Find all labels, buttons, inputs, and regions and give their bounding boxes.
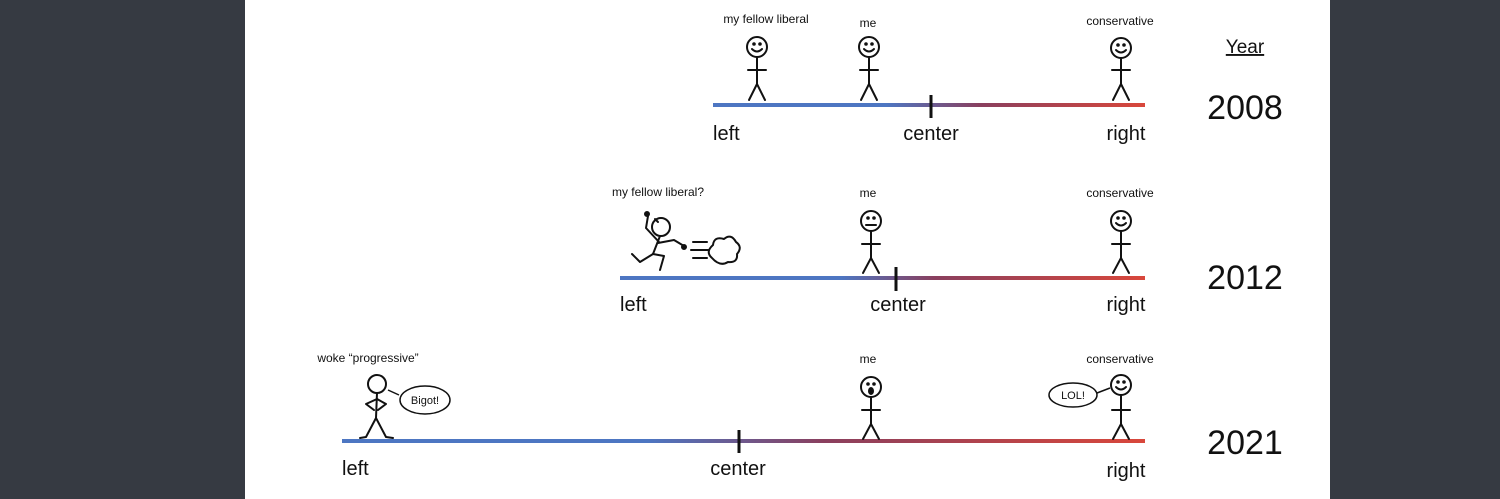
- figure-label: conservative: [1086, 352, 1154, 366]
- stick-figure-me: [858, 36, 880, 101]
- axis-left-label: left: [342, 458, 369, 480]
- year-heading: Year: [1226, 37, 1265, 58]
- axis-left-label: left: [620, 294, 647, 316]
- axis-left-label: left: [713, 123, 740, 145]
- figure-label: my fellow liberal: [723, 12, 808, 26]
- axis-center-label: center: [903, 123, 959, 145]
- year-label: 2021: [1207, 424, 1283, 462]
- row-2012: left center right 2012 my fellow liberal…: [612, 185, 1283, 316]
- speech-text: LOL!: [1061, 390, 1085, 402]
- figure-label: me: [860, 16, 877, 30]
- stick-figure-woke-progressive: [359, 374, 394, 439]
- figure-label: my fellow liberal?: [612, 185, 704, 199]
- speech-bubble-lol: LOL!: [1048, 382, 1111, 408]
- speech-bubble-bigot: Bigot!: [387, 385, 451, 415]
- axis-right-label: right: [1107, 123, 1146, 145]
- figure-label: me: [860, 186, 877, 200]
- comic-panel: [245, 0, 1330, 499]
- stick-figure-conservative: [1110, 374, 1132, 440]
- row-2021: left center right 2021 woke “progressive…: [316, 351, 1283, 482]
- figure-label: conservative: [1086, 14, 1154, 28]
- year-label: 2008: [1207, 89, 1283, 127]
- figure-label: woke “progressive”: [316, 351, 418, 365]
- axis-right-label: right: [1107, 460, 1146, 482]
- axis-center-label: center: [870, 294, 926, 316]
- speech-text: Bigot!: [411, 395, 439, 407]
- stick-figure-me: [860, 210, 882, 274]
- stick-figure-running-liberal: [631, 211, 687, 271]
- stick-figure-conservative: [1110, 210, 1132, 274]
- axis-center-label: center: [710, 458, 766, 480]
- dust-cloud-icon: [690, 235, 741, 265]
- stick-figure-me-shocked: [860, 376, 882, 440]
- stick-figure-liberal: [746, 36, 768, 101]
- figure-label: me: [860, 352, 877, 366]
- axis-right-label: right: [1107, 294, 1146, 316]
- stick-figure-conservative: [1110, 37, 1132, 101]
- year-label: 2012: [1207, 259, 1283, 297]
- row-2008: left center right 2008 my fellow liberal…: [713, 12, 1283, 145]
- figure-label: conservative: [1086, 186, 1154, 200]
